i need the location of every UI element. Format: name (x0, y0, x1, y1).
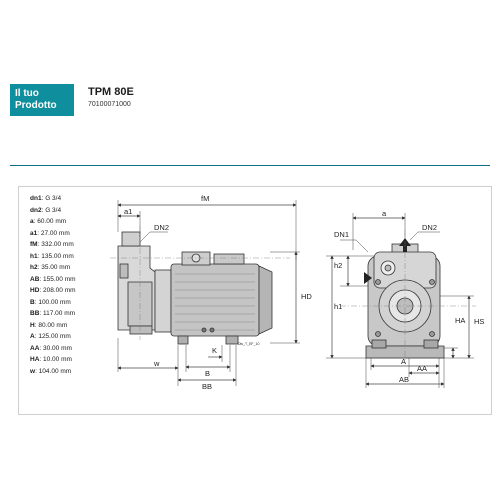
spec-value: G 3/4 (45, 195, 62, 202)
spec-row-aa: AA: 30.00 mm (30, 343, 122, 355)
spec-key: a (30, 218, 34, 225)
spec-separator: : (37, 252, 42, 260)
spec-separator: : (39, 287, 44, 294)
spec-separator: : (34, 333, 39, 340)
spec-row-b: B: 100.00 mm (30, 297, 122, 309)
spec-key: h2 (30, 264, 38, 271)
spec-row-h: H: 80.00 mm (30, 320, 122, 332)
spec-key: BB (30, 310, 40, 317)
spec-row-hd: HD: 208.00 mm (30, 285, 122, 297)
fm-label: fM (201, 194, 209, 203)
spec-value: 27.00 mm (40, 229, 70, 237)
spec-key: h1 (30, 252, 38, 260)
spec-key: HD (30, 287, 40, 294)
a1-label: a1 (124, 207, 132, 216)
spec-key: fM (30, 241, 38, 248)
spec-key: HA (30, 356, 40, 363)
spec-separator: : (39, 356, 44, 363)
spec-separator: : (34, 321, 39, 329)
spec-separator: : (35, 367, 39, 375)
spec-value: 30.00 mm (43, 344, 72, 352)
spec-value: 117.00 mm (43, 310, 76, 317)
spec-value: 208.00 mm (43, 287, 76, 294)
bb-label: BB (202, 382, 212, 391)
spec-value: G 3/4 (45, 206, 62, 214)
spec-row-a1: a1: 27.00 mm (30, 228, 122, 240)
spec-separator: : (39, 275, 44, 283)
h1-label: h1 (334, 302, 342, 311)
a-label: a (382, 209, 387, 218)
spec-separator: : (37, 241, 42, 248)
product-badge: Il tuo Prodotto (10, 84, 74, 116)
side-dn2-label: DN2 (154, 223, 169, 232)
ab-label: AB (399, 375, 409, 384)
spec-separator: : (33, 218, 38, 225)
spec-key: AB (30, 275, 40, 283)
a-dim-label: A (401, 357, 406, 366)
spec-row-h2: h2: 35.00 mm (30, 262, 122, 274)
spec-key: H (30, 321, 35, 329)
spec-value: 135.00 mm (41, 252, 74, 260)
product-code: 70100071000 (88, 101, 131, 108)
k-label: K (212, 346, 217, 355)
spec-key: w (30, 367, 36, 375)
spec-row-ab: AB: 155.00 mm (30, 274, 122, 286)
spec-separator: : (37, 229, 41, 237)
badge-line-1: Il tuo (15, 88, 39, 99)
spec-row-bb: BB: 117.00 mm (30, 308, 122, 320)
drawing-ref: Dis_T_EF_10 (238, 342, 259, 346)
spec-value: 100.00 mm (38, 298, 71, 306)
h2-label: h2 (334, 261, 342, 270)
hd-label: HD (301, 292, 312, 301)
spec-key: dn1 (30, 195, 42, 202)
b-label: B (205, 369, 210, 378)
spec-separator: : (39, 344, 44, 352)
spec-key: A (30, 333, 35, 340)
spec-separator: : (41, 206, 46, 214)
front-dn2-label: DN2 (422, 223, 437, 232)
spec-row-h1: h1: 135.00 mm (30, 251, 122, 263)
spec-row-a: a: 60.00 mm (30, 216, 122, 228)
aa-label: AA (417, 364, 427, 373)
spec-row-fm: fM: 332.00 mm (30, 239, 122, 251)
spec-key: B (30, 298, 35, 306)
spec-key: a1 (30, 229, 38, 237)
spec-row-dn2: dn2: G 3/4 (30, 205, 122, 217)
spec-row-ha: HA: 10.00 mm (30, 354, 122, 366)
section-divider (10, 165, 490, 166)
spec-separator: : (34, 298, 39, 306)
spec-separator: : (39, 310, 44, 317)
spec-value: 10.00 mm (43, 356, 72, 363)
product-name: TPM 80E (88, 86, 134, 98)
spec-key: dn2 (30, 206, 42, 214)
badge-line-2: Prodotto (15, 100, 57, 111)
spec-value: 35.00 mm (41, 264, 71, 271)
spec-row-a: A: 125.00 mm (30, 331, 122, 343)
dn1-label: DN1 (334, 230, 349, 239)
spec-separator: : (41, 195, 46, 202)
w-label: w (153, 359, 160, 368)
spec-value: 80.00 mm (38, 321, 68, 329)
spec-value: 155.00 mm (43, 275, 76, 283)
spec-value: 332.00 mm (41, 241, 74, 248)
ha-label: HA (455, 316, 465, 325)
spec-value: 60.00 mm (37, 218, 67, 225)
spec-row-dn1: dn1: G 3/4 (30, 193, 122, 205)
spec-row-w: w: 104.00 mm (30, 366, 122, 378)
spec-value: 104.00 mm (38, 367, 72, 375)
spec-key: AA (30, 344, 40, 352)
spec-value: 125.00 mm (38, 333, 71, 340)
hs-label: HS (474, 317, 484, 326)
spec-separator: : (37, 264, 42, 271)
